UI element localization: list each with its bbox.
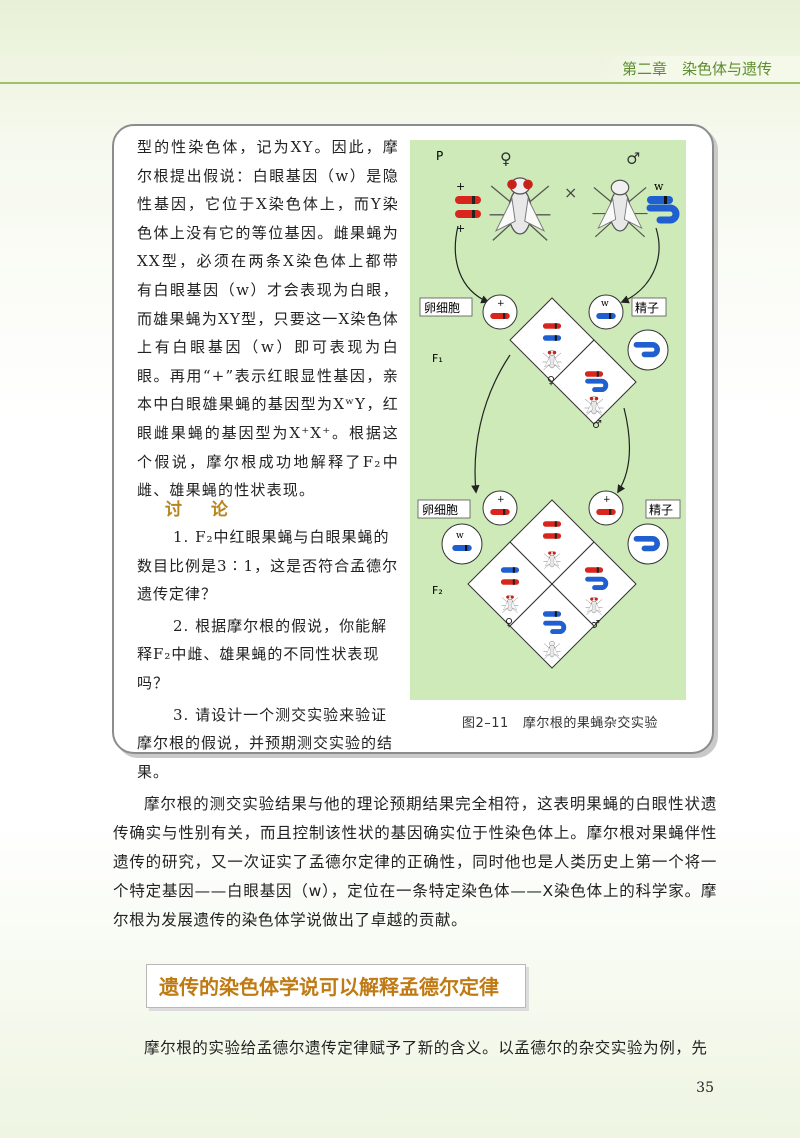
chapter-header: 第二章 染色体与遗传 (599, 56, 800, 82)
male-symbol-f2: ♂ (590, 618, 600, 631)
plus-p2: + (456, 222, 465, 235)
page-number: 35 (696, 1080, 714, 1096)
figure-number: 图2–11 (462, 716, 509, 731)
female-symbol-p: ♀ (500, 149, 512, 168)
egg-cell-w (441, 523, 483, 565)
chapter-rule (0, 82, 800, 84)
female-symbol: ♀ (547, 374, 555, 387)
section-heading: 遗传的染色体学说可以解释孟德尔定律 (146, 964, 526, 1008)
sperm-cell-y-f2 (627, 523, 669, 565)
sperm-label-f1: 精子 (635, 301, 659, 315)
blue-chromosome-icon (647, 196, 673, 204)
figure-caption: 图2–11 摩尔根的果蝇杂交实验 (462, 712, 672, 731)
egg-cell-f1 (482, 294, 518, 330)
cross-diagram: P ♀ ♂ × + + w 卵细胞 + w 精子 F₁ ♀ ♂ 卵细胞 + (410, 140, 686, 700)
fly-icon (542, 350, 562, 371)
red-chromosome-icon (490, 313, 510, 319)
sperm-cell-y (627, 329, 669, 371)
sperm-cell-plus (588, 490, 624, 526)
label-p: P (436, 149, 443, 163)
body-paragraph: 摩尔根的测交实验结果与他的理论预期结果完全相符，这表明果蝇的白眼性状遗传确实与性… (113, 795, 717, 929)
sperm-w: w (601, 299, 609, 309)
discussion-title: 讨 论 (165, 500, 234, 520)
cross-symbol: × (564, 183, 577, 202)
plus-p1: + (456, 180, 465, 193)
egg-plus-2: + (497, 495, 505, 505)
egg-plus: + (497, 299, 505, 309)
label-f1: F₁ (432, 352, 443, 365)
section-paragraph: 摩尔根的实验给孟德尔遗传定律赋予了新的含义。以孟德尔的杂交实验为例，先 (144, 1039, 708, 1057)
red-chromosome-icon (455, 210, 481, 218)
red-chromosome-icon (455, 196, 481, 204)
section-text: 摩尔根的实验给孟德尔遗传定律赋予了新的含义。以孟德尔的杂交实验为例，先 (113, 1034, 717, 1063)
box-text: 型的性染色体，记为XY。因此，摩尔根提出假说：白眼基因（w）是隐性基因，它位于X… (137, 133, 399, 505)
question-2: 2. 根据摩尔根的假说，你能解释F₂中雌、雄果蝇的不同性状表现吗？ (137, 616, 388, 692)
figure-title: 摩尔根的果蝇杂交实验 (522, 716, 658, 731)
egg-label-f1: 卵细胞 (424, 301, 460, 315)
question-3: 3. 请设计一个测交实验来验证摩尔根的假说，并预期测交实验的结果。 (137, 705, 394, 781)
male-symbol: ♂ (592, 418, 602, 431)
w-p: w (654, 180, 664, 193)
egg-cell-plus (482, 490, 518, 526)
female-fly-icon (488, 177, 552, 242)
question-1: 1. F₂中红眼果蝇与白眼果蝇的数目比例是3∶1，这是否符合孟德尔遗传定律？ (137, 528, 399, 604)
female-symbol-f2: ♀ (505, 616, 513, 629)
sperm-plus: + (603, 495, 611, 505)
fly-icon (584, 396, 604, 417)
box-paragraph: 型的性染色体，记为XY。因此，摩尔根提出假说：白眼基因（w）是隐性基因，它位于X… (137, 138, 399, 500)
f2-cell-bottom (509, 583, 595, 669)
sperm-cell-w (588, 294, 624, 330)
male-symbol-p: ♂ (626, 149, 640, 168)
body-text: 摩尔根的测交实验结果与他的理论预期结果完全相符，这表明果蝇的白眼性状遗传确实与性… (113, 790, 717, 935)
label-f2: F₂ (432, 584, 443, 597)
blue-chromosome-icon (596, 313, 616, 319)
sperm-label-f2: 精子 (649, 503, 673, 517)
egg-label-f2: 卵细胞 (422, 503, 458, 517)
egg-w: w (456, 531, 464, 541)
discussion-questions: 1. F₂中红眼果蝇与白眼果蝇的数目比例是3∶1，这是否符合孟德尔遗传定律？ 2… (137, 523, 399, 789)
